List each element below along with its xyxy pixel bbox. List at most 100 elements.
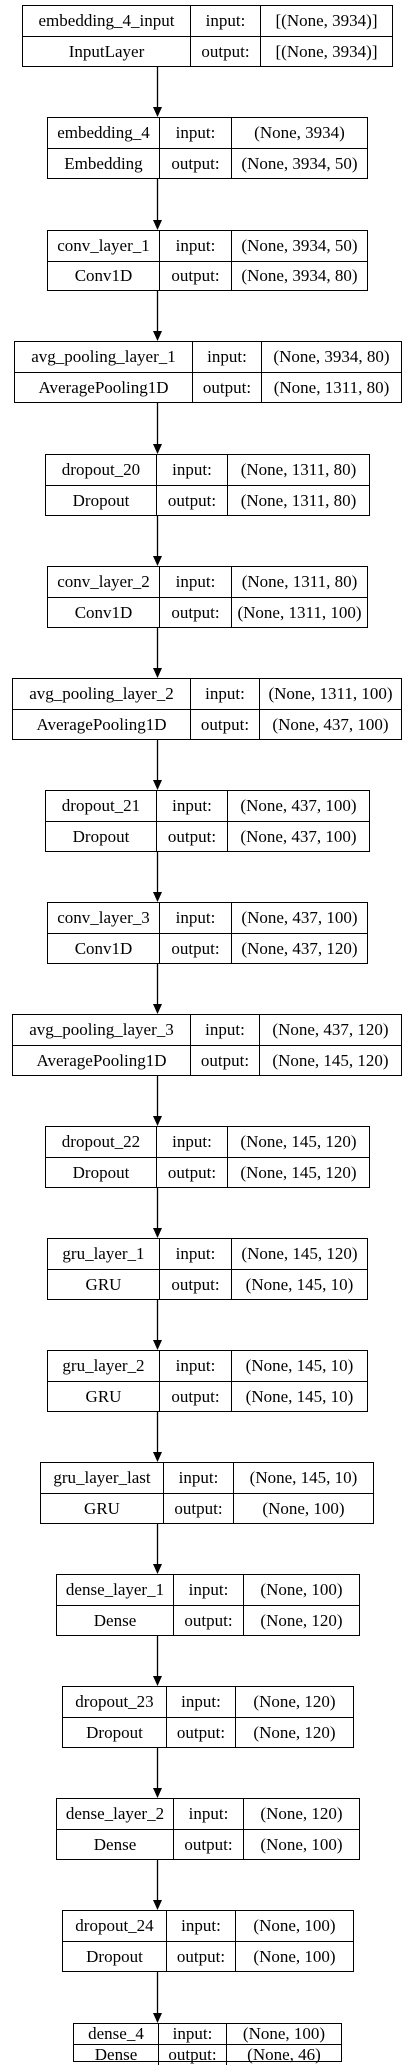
input-label: input:: [190, 679, 259, 709]
input-label: input:: [166, 1687, 235, 1717]
output-label: output:: [190, 710, 259, 739]
output-label: output:: [166, 1942, 235, 1971]
input-shape: (None, 120): [235, 1687, 353, 1717]
edge-arrowhead: [153, 1340, 162, 1350]
input-label: input:: [156, 1127, 227, 1157]
input-shape: (None, 3934): [231, 118, 367, 148]
input-label: input:: [156, 455, 227, 485]
output-shape: (None, 437, 100): [227, 822, 369, 851]
output-label: output:: [190, 37, 260, 66]
input-shape: (None, 437, 120): [259, 1015, 401, 1045]
layer-type: InputLayer: [68, 41, 145, 61]
edge-arrowhead: [153, 444, 162, 454]
input-shape: (None, 145, 10): [233, 1463, 373, 1493]
layer-type: GRU: [84, 1498, 120, 1518]
output-shape: (None, 437, 100): [259, 710, 401, 739]
layer-name: conv_layer_3: [57, 908, 150, 927]
input-label: input:: [166, 1911, 235, 1941]
input-shape: (None, 1311, 80): [227, 455, 369, 485]
input-label: input:: [159, 118, 231, 148]
input-label: input:: [159, 903, 231, 933]
output-label: output:: [166, 1718, 235, 1747]
output-label: output:: [156, 822, 227, 851]
input-shape: (None, 145, 120): [227, 1127, 369, 1157]
output-shape: (None, 1311, 80): [261, 373, 401, 402]
output-shape: (None, 3934, 50): [231, 149, 367, 178]
edge-arrowhead: [153, 220, 162, 230]
input-shape: (None, 437, 100): [231, 903, 367, 933]
input-label: input:: [192, 342, 261, 372]
edge-arrowhead: [153, 1788, 162, 1798]
layer-name: dropout_20: [61, 460, 141, 479]
output-label: output:: [163, 1494, 233, 1523]
layer-type: AveragePooling1D: [36, 1050, 167, 1070]
layer-name: gru_layer_1: [62, 1244, 145, 1263]
output-shape: (None, 145, 120): [259, 1046, 401, 1075]
layer-name: dense_4: [88, 2024, 144, 2043]
output-label: output:: [159, 261, 231, 290]
edge-arrowhead: [153, 556, 162, 566]
input-shape: (None, 100): [226, 2024, 341, 2044]
layer-name: dense_layer_1: [65, 1580, 165, 1599]
output-label: output:: [156, 1158, 227, 1187]
output-shape: [(None, 3934)]: [260, 37, 392, 66]
output-label: output:: [156, 486, 227, 515]
layer-name: avg_pooling_layer_3: [29, 1020, 174, 1039]
layer-type: Dropout: [72, 490, 130, 510]
edge-arrowhead: [153, 331, 162, 341]
output-label: output:: [159, 149, 231, 178]
input-shape: (None, 100): [243, 1575, 359, 1605]
output-label: output:: [159, 934, 231, 963]
input-label: input:: [159, 231, 231, 261]
output-shape: (None, 145, 10): [231, 1270, 367, 1299]
layer-name: conv_layer_2: [57, 572, 150, 591]
layer-type: Dropout: [72, 1162, 130, 1182]
layer-type: Dropout: [72, 826, 130, 846]
layer-type: Dropout: [86, 1946, 143, 1966]
input-label: input:: [159, 1351, 231, 1381]
edge-arrowhead: [153, 1676, 162, 1686]
output-shape: (None, 100): [233, 1494, 373, 1523]
output-shape: (None, 120): [235, 1718, 353, 1747]
input-shape: (None, 437, 100): [227, 791, 369, 821]
layer-type: Conv1D: [74, 602, 133, 622]
input-label: input:: [158, 2024, 226, 2044]
edge-arrowhead: [153, 780, 162, 790]
input-shape: (None, 145, 10): [231, 1351, 367, 1381]
output-shape: (None, 145, 10): [231, 1382, 367, 1411]
layer-type: GRU: [85, 1274, 122, 1294]
input-shape: (None, 100): [235, 1911, 353, 1941]
layer-name: dropout_22: [61, 1132, 141, 1151]
layer-name: dropout_24: [75, 1916, 154, 1935]
layer-node-dropout-22: dropout_22 input:(None, 145, 120) Dropout o…: [45, 1126, 370, 1188]
layer-type: Conv1D: [74, 938, 133, 958]
output-label: output:: [159, 1270, 231, 1299]
output-label: output:: [173, 1830, 243, 1859]
output-label: output:: [192, 373, 261, 402]
output-label: output:: [159, 598, 231, 627]
input-shape: (None, 3934, 80): [261, 342, 401, 372]
input-label: input:: [156, 791, 227, 821]
edge-arrowhead: [153, 1116, 162, 1126]
layer-name: avg_pooling_layer_2: [29, 684, 174, 703]
input-label: input:: [159, 567, 231, 597]
layer-name: gru_layer_last: [53, 1468, 151, 1487]
input-label: input:: [173, 1799, 243, 1829]
layer-node-dropout-24: dropout_24 input:(None, 100) Dropout output…: [62, 1910, 354, 1972]
layer-name: embedding_4: [57, 123, 150, 142]
layer-type: AveragePooling1D: [36, 714, 167, 734]
edge-arrowhead: [153, 668, 162, 678]
input-shape: (None, 145, 120): [231, 1239, 367, 1269]
output-shape: (None, 46): [226, 2045, 341, 2065]
